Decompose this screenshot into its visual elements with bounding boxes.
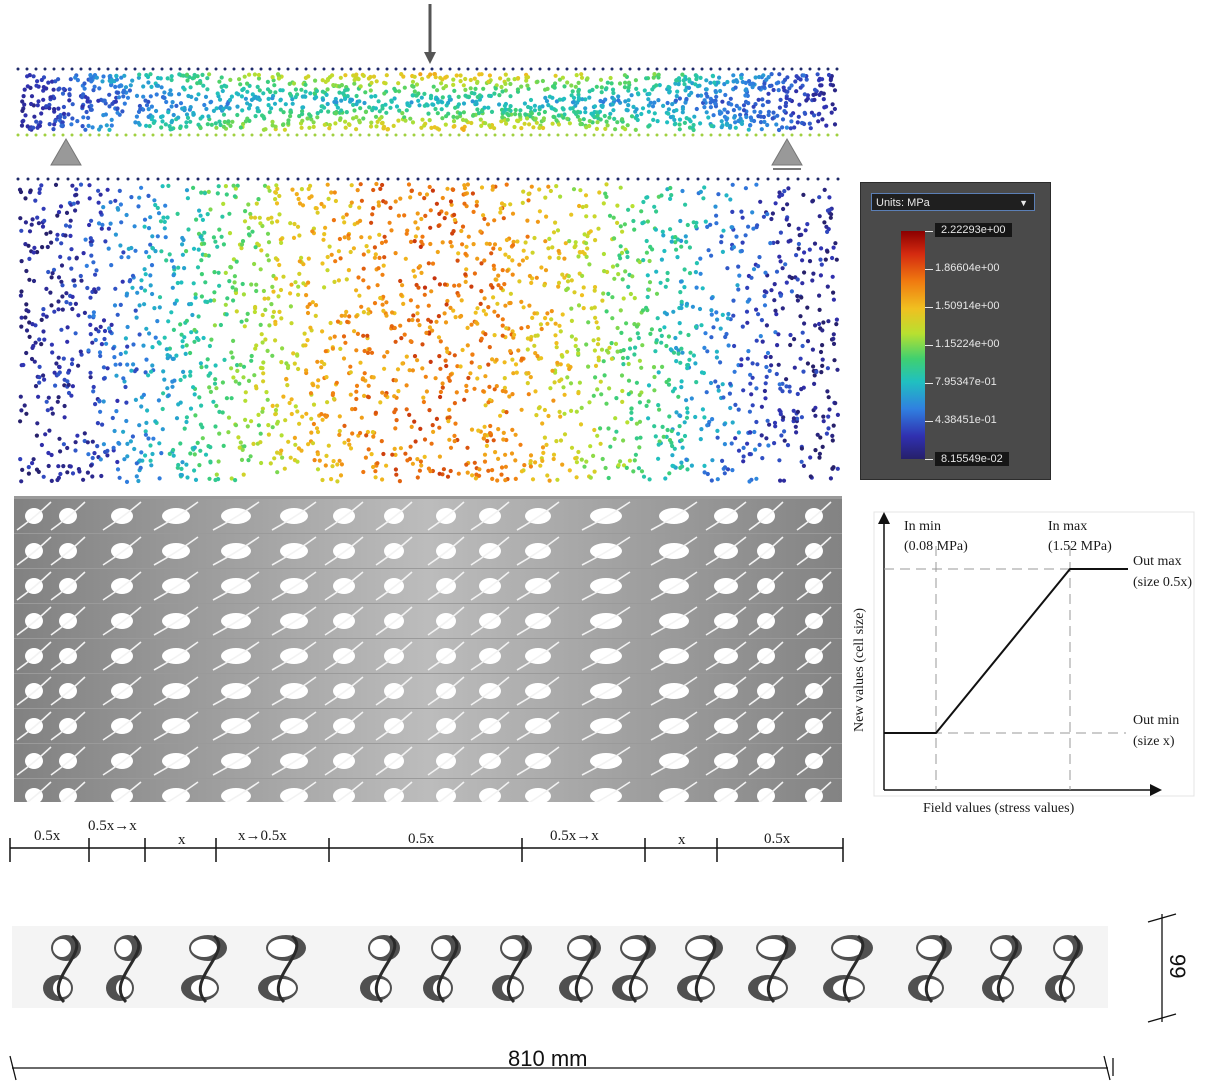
- in-min-value: (0.08 MPa): [904, 539, 968, 554]
- stress-legend-panel: Units: MPa ▼ 2.22293e+00 1.86604e+00 1.5…: [860, 182, 1051, 480]
- segment-label: 0.5x→x: [88, 818, 137, 834]
- chevron-down-icon: ▼: [1019, 198, 1028, 208]
- out-max-size: (size 0.5x): [1133, 575, 1192, 590]
- legend-tick-label: 1.15224e+00: [935, 338, 1000, 350]
- segment-label: x: [178, 832, 186, 848]
- height-dimension-label: 99: [1165, 954, 1190, 978]
- segment-label: 0.5x: [764, 831, 791, 847]
- out-max-label: Out max: [1133, 554, 1182, 569]
- segment-label: 0.5x→x: [550, 828, 599, 844]
- legend-tick-mark: [925, 269, 933, 270]
- legend-tick-mark: [925, 307, 933, 308]
- units-dropdown[interactable]: Units: MPa ▼: [871, 193, 1035, 211]
- legend-tick-label: 2.22293e+00: [935, 223, 1012, 237]
- segment-label: x: [678, 832, 686, 848]
- segment-label: x→0.5x: [238, 828, 287, 844]
- remap-curve: [884, 568, 1128, 734]
- printed-beam-render: [12, 926, 1108, 1008]
- beam-stress-plot-plan: [16, 177, 841, 484]
- legend-tick-label: 8.15549e-02: [935, 452, 1009, 466]
- legend-tick-mark: [925, 383, 933, 384]
- segment-label: 0.5x: [34, 828, 61, 844]
- out-min-size: (size x): [1133, 734, 1175, 749]
- legend-tick-mark: [925, 345, 933, 346]
- length-dimension-label: 810 mm: [508, 1046, 587, 1071]
- legend-tick-mark: [925, 459, 933, 460]
- legend-colorbar: [901, 231, 925, 459]
- in-max-value: (1.52 MPa): [1048, 539, 1112, 554]
- segment-dimension-line: 0.5x 0.5x→x x x→0.5x 0.5x 0.5x→x x 0.5x: [9, 818, 844, 862]
- y-axis-label: New values (cell size): [852, 608, 867, 732]
- units-dropdown-label: Units: MPa: [876, 197, 930, 209]
- in-min-label: In min: [904, 519, 941, 534]
- x-axis-label: Field values (stress values): [923, 801, 1075, 816]
- remap-function-chart: In min (0.08 MPa) In max (1.52 MPa) Out …: [852, 511, 1195, 816]
- legend-tick-label: 4.38451e-01: [935, 414, 997, 426]
- chart-frame: [873, 511, 1195, 797]
- x-axis-arrow-icon: [1150, 784, 1162, 796]
- legend-tick-mark: [925, 421, 933, 422]
- legend-tick-label: 1.86604e+00: [935, 262, 1000, 274]
- left-support-icon: [50, 138, 82, 166]
- legend-tick-label: 7.95347e-01: [935, 376, 997, 388]
- y-axis-arrow-icon: [878, 512, 890, 524]
- legend-tick-mark: [925, 231, 933, 232]
- load-arrow-icon: [424, 4, 436, 64]
- segment-label: 0.5x: [408, 831, 435, 847]
- legend-tick-label: 1.50914e+00: [935, 300, 1000, 312]
- beam-stress-plot-side: [16, 67, 839, 137]
- out-min-label: Out min: [1133, 713, 1179, 728]
- overall-dimension-lines: 810 mm 99: [9, 913, 1190, 1081]
- in-max-label: In max: [1048, 519, 1087, 534]
- graded-lattice-render: [14, 496, 842, 802]
- right-support-icon: [771, 138, 803, 170]
